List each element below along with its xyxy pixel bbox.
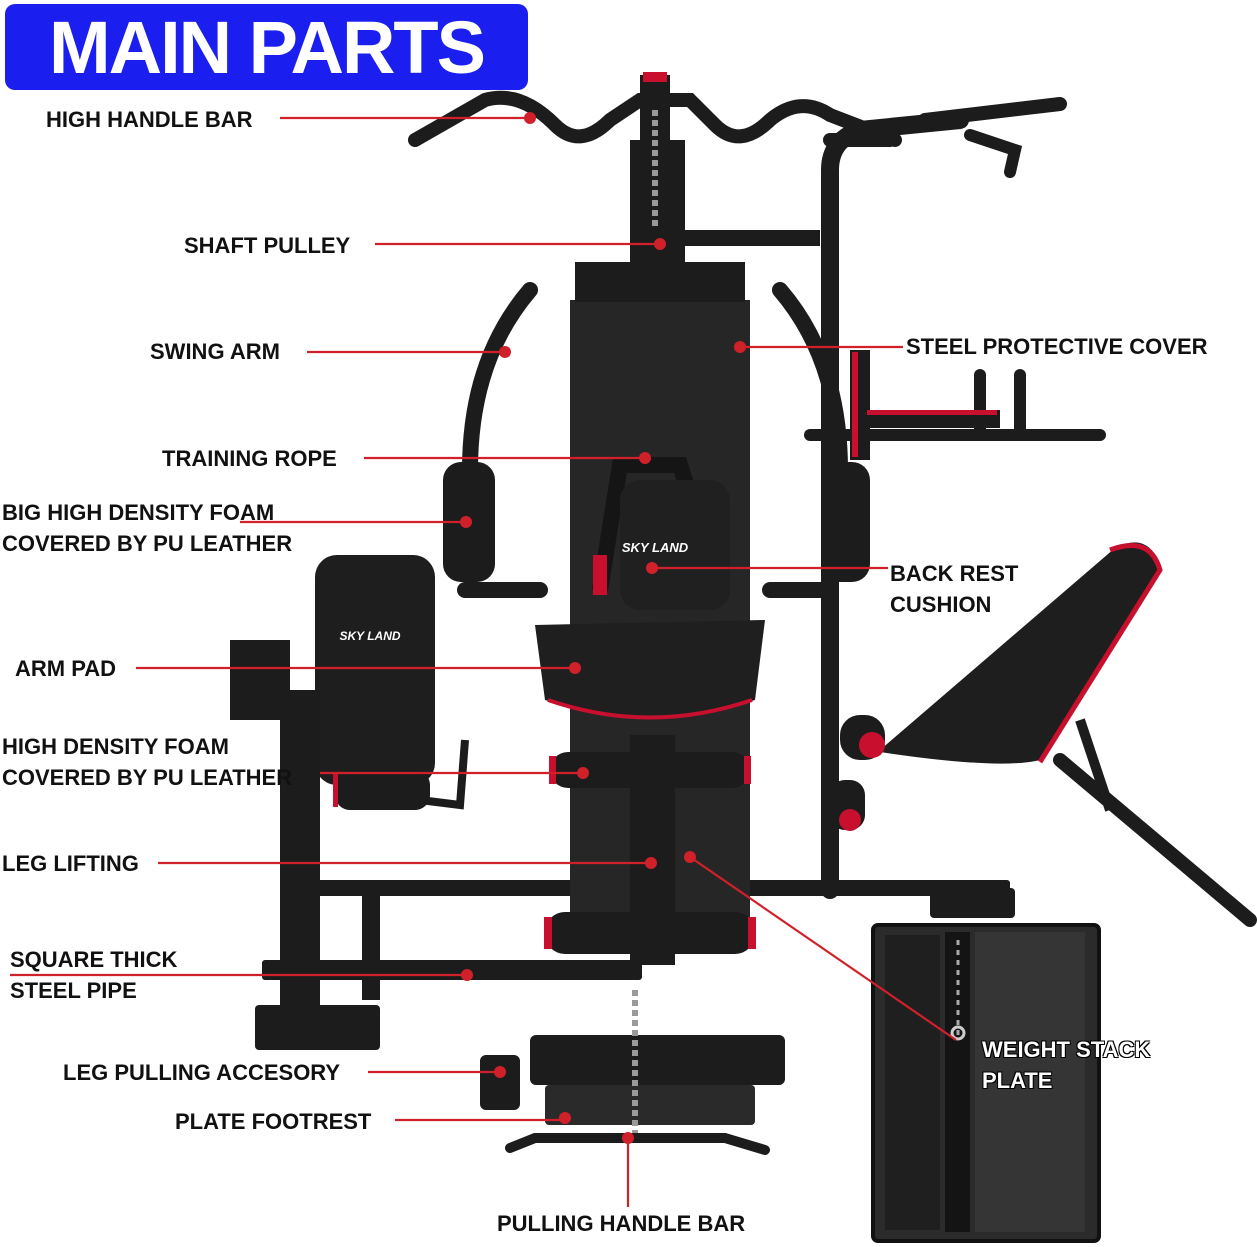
plate-footrest-shape [530,1035,785,1085]
plate-footrest-plate [545,1085,755,1125]
label-foam-line1: HIGH DENSITY FOAM [2,734,229,759]
label-weight-stack-line2: PLATE [982,1068,1053,1093]
label-big-foam-line2: COVERED BY PU LEATHER [2,531,293,556]
label-big-foam: BIG HIGH DENSITY FOAM COVERED BY PU LEAT… [2,497,292,559]
top-pulley-cap [643,72,667,82]
label-weight-stack-line1: WEIGHT STACK [982,1037,1151,1062]
label-plate-footrest: PLATE FOOTREST [175,1109,372,1134]
page-title: MAIN PARTS [49,5,486,89]
swing-arms [457,282,848,598]
label-leg-pulling: LEG PULLING ACCESORY [63,1060,341,1085]
arm-pad-trim [547,698,753,720]
upper-roller [550,752,750,788]
leg-press-station: SKY LAND [230,555,469,1010]
label-pulling-handle-bar: PULLING HANDLE BAR [497,1211,746,1236]
leader-dots [460,112,746,1144]
label-high-density-foam: HIGH DENSITY FOAM COVERED BY PU LEATHER [2,731,292,793]
adjustable-bench [830,542,1257,927]
label-shaft-pulley: SHAFT PULLEY [184,233,351,258]
label-square-pipe-line2: STEEL PIPE [10,978,137,1003]
label-square-pipe: SQUARE THICK STEEL PIPE [10,944,177,1006]
lower-roller [545,912,755,954]
label-back-rest-line2: CUSHION [890,592,992,617]
label-steel-protective-cover: STEEL PROTECTIVE COVER [906,334,1208,359]
label-back-rest-line1: BACK REST [890,561,1019,586]
svg-text:SKY LAND: SKY LAND [339,629,400,643]
leader-lines [10,116,957,1207]
title-banner: MAIN PARTS [5,4,528,90]
label-arm-pad: ARM PAD [15,656,117,681]
label-swing-arm: SWING ARM [150,339,280,364]
weight-stack-inset [871,923,1101,1243]
back-rest-shape [620,480,730,610]
label-weight-stack: WEIGHT STACK PLATE [982,1034,1150,1096]
back-rest-brand: SKY LAND [622,540,689,555]
leg-strap-shape [480,1055,520,1110]
arm-pad-shape [535,620,765,715]
label-training-rope: TRAINING ROPE [162,446,337,471]
label-high-handle-bar: HIGH HANDLE BAR [46,107,253,132]
rope-grip-left [593,555,607,595]
label-back-rest: BACK REST CUSHION [890,558,1018,620]
pulling-handle-shape [505,1133,770,1155]
label-square-pipe-line1: SQUARE THICK [10,947,178,972]
label-big-foam-line1: BIG HIGH DENSITY FOAM [2,500,275,525]
label-foam-line2: COVERED BY PU LEATHER [2,765,293,790]
label-leg-lifting: LEG LIFTING [2,851,139,876]
right-arm-foam [822,462,870,582]
